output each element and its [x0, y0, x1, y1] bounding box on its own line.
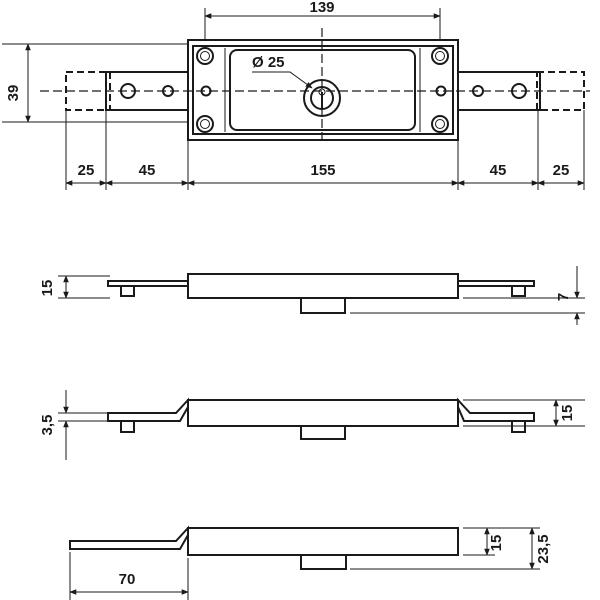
- side2-cylinder: [300, 425, 346, 440]
- side1-dim-right: 7: [555, 293, 572, 301]
- diameter-leader: [252, 71, 313, 89]
- dim-label-diameter: Ø 25: [252, 54, 285, 71]
- side2-right-arm: [457, 397, 535, 422]
- side3-dim-bottom: 70: [119, 571, 136, 588]
- corner-screws: [196, 47, 449, 133]
- lock-body-outer: [187, 39, 459, 141]
- top-view: 139 39 Ø 25 25 45 155 45 25: [2, 0, 590, 190]
- side3-body: [187, 527, 459, 556]
- side1-dim-left: 15: [39, 280, 56, 297]
- right-extension-dashed: [536, 71, 585, 111]
- dim-label-139: 139: [309, 0, 334, 16]
- side-view-flat: 15 7: [39, 266, 585, 325]
- side1-cylinder: [300, 297, 346, 314]
- dim-label-right-ext: 25: [553, 162, 570, 179]
- side3-long-arm: [69, 525, 189, 550]
- side2-dim-right: 15: [559, 405, 576, 422]
- side2-body: [187, 399, 459, 427]
- side2-left-arm: [107, 397, 189, 422]
- side2-left-pin: [120, 420, 135, 433]
- dim-label-right-arm: 45: [490, 162, 507, 179]
- dim-label-left-arm: 45: [139, 162, 156, 179]
- dim-label-left-ext: 25: [78, 162, 95, 179]
- side1-left-pin: [120, 285, 135, 297]
- top-view-extension-lines: [2, 8, 585, 190]
- dim-label-body: 155: [310, 162, 335, 179]
- side3-dim-outer: 23,5: [535, 534, 552, 563]
- lock-body-inner: [192, 45, 454, 135]
- side3-dim-inner: 15: [488, 535, 505, 552]
- side2-dim-left: 3,5: [39, 415, 56, 436]
- side1-body: [187, 273, 459, 299]
- side-view-extended: 70 15 23,5: [69, 525, 552, 600]
- side-view-offset: 3,5 15: [39, 390, 585, 460]
- dim-label-39: 39: [5, 85, 22, 102]
- side3-cylinder: [300, 554, 347, 570]
- side1-right-pin: [511, 285, 526, 297]
